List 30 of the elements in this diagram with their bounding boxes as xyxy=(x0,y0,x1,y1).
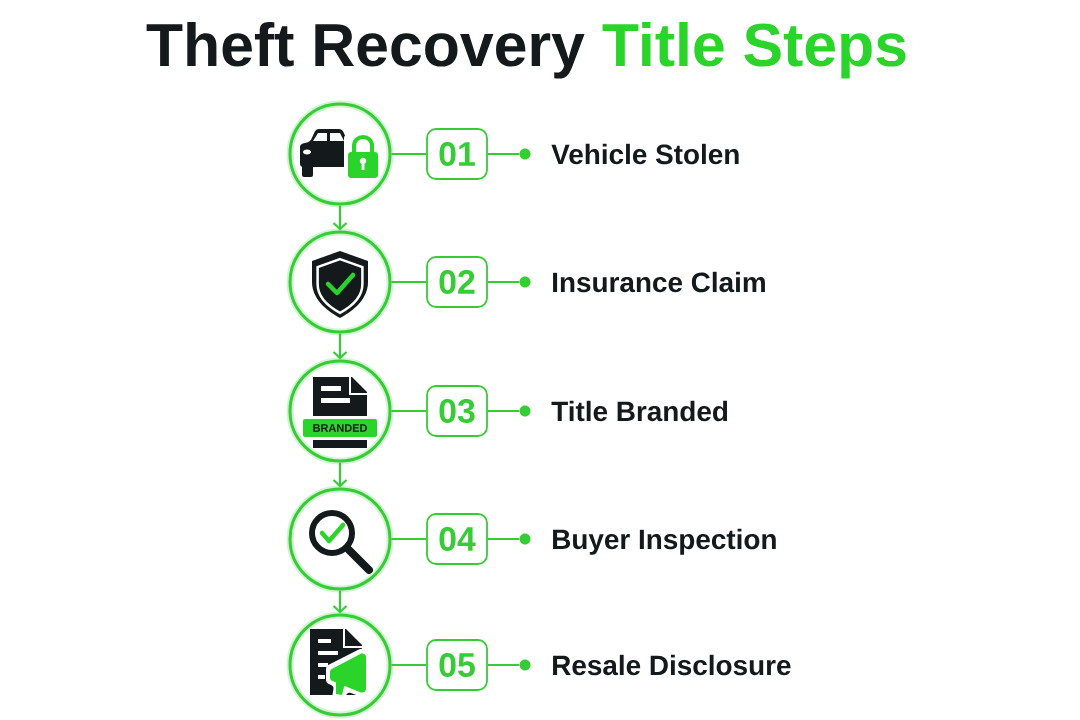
arrow xyxy=(332,205,348,231)
step-circle xyxy=(286,611,394,719)
step-label: Title Branded xyxy=(551,400,728,422)
number-badge: 02 xyxy=(426,256,488,308)
stamp-label: BRANDED xyxy=(303,419,377,437)
connector-line xyxy=(391,409,427,413)
connector-line xyxy=(487,280,520,284)
connector-line xyxy=(487,152,520,156)
step-label: Vehicle Stolen xyxy=(551,143,739,165)
number-badge: 04 xyxy=(426,513,488,565)
step-label: Resale Disclosure xyxy=(553,654,791,676)
arrow xyxy=(332,462,348,488)
step-circle xyxy=(286,100,394,208)
diagram-title: Theft Recovery Title Steps xyxy=(146,21,906,79)
connector-line xyxy=(487,663,520,667)
step-circle xyxy=(286,485,394,593)
connector-line xyxy=(391,663,427,667)
step-label: Buyer Inspection xyxy=(553,528,776,555)
number-badge: 01 xyxy=(426,128,488,180)
step-circle xyxy=(286,228,394,336)
connector-line xyxy=(487,409,520,413)
step-label: Insurance Claim xyxy=(553,271,765,293)
connector-line xyxy=(487,537,520,541)
connector-line xyxy=(391,280,427,284)
number-badge: 03 xyxy=(426,385,488,437)
arrow xyxy=(332,333,348,360)
connector-line xyxy=(391,152,427,156)
connector-line xyxy=(391,537,427,541)
number-badge: 05 xyxy=(426,639,488,691)
arrow xyxy=(332,590,348,614)
